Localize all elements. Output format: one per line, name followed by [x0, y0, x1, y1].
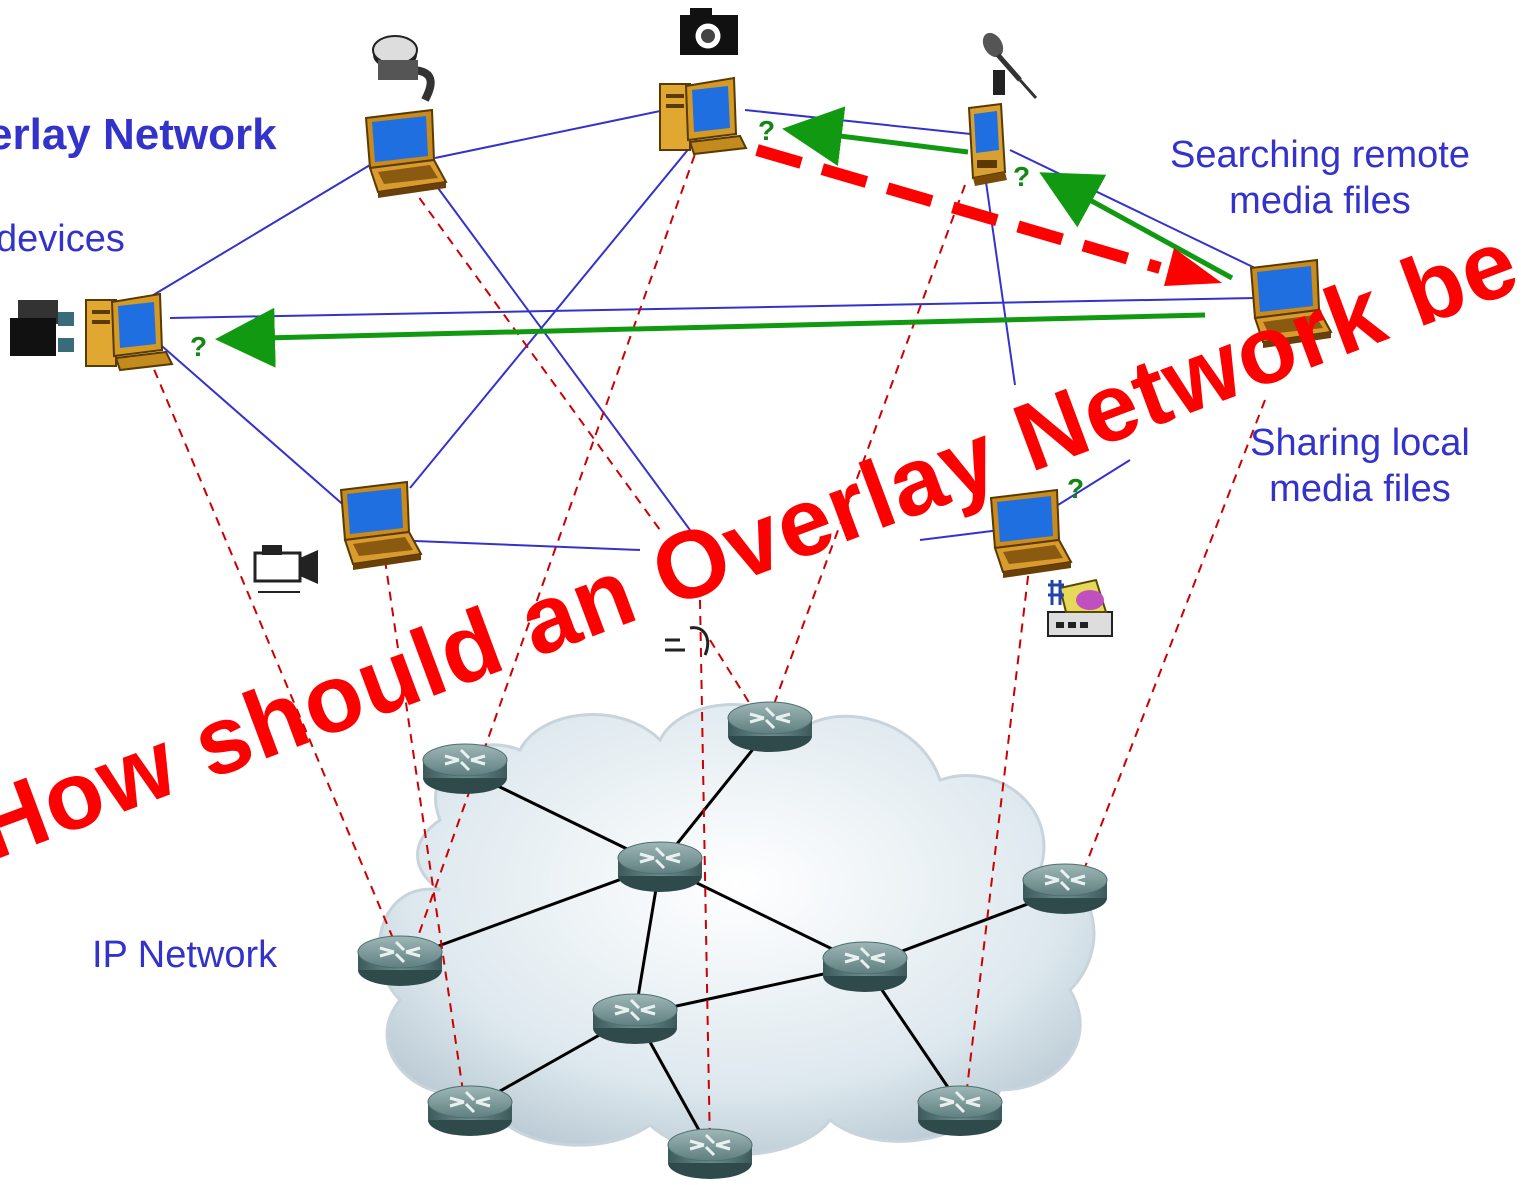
router-icon [821, 940, 909, 994]
query-arrow [1039, 172, 1234, 281]
router-icon [356, 934, 444, 988]
media-icon-partial [665, 626, 710, 656]
query-arrows [215, 106, 1234, 368]
router-icon [426, 1084, 514, 1138]
query-arrow [782, 106, 969, 166]
page-title: erlay Network [0, 110, 277, 159]
question-mark: ? [758, 115, 775, 146]
mapping-links [147, 139, 1266, 1151]
overlay-links [144, 109, 1256, 551]
question-mark: ? [190, 331, 207, 362]
router-icon [666, 1127, 754, 1181]
router-icon [916, 1084, 1004, 1138]
desktop-computer-icon [85, 293, 173, 371]
pda-icon [968, 103, 1008, 187]
video-camera-icon [253, 545, 318, 593]
film-reel-icon [372, 35, 435, 102]
router-icon [1021, 862, 1109, 916]
router-icon [616, 840, 704, 894]
ip-network-label: IP Network [92, 934, 278, 976]
music-device-icon [1047, 578, 1113, 637]
question-mark: ? [1067, 473, 1084, 504]
query-arrow [215, 307, 1206, 368]
desktop-computer-icon [659, 77, 747, 155]
searching-label-line: media files [1229, 180, 1411, 222]
question-marks: ? ? ? ? [190, 115, 1084, 504]
question-mark: ? [1013, 161, 1030, 192]
sharing-label-line: media files [1269, 468, 1451, 510]
devices-label: devices [0, 218, 125, 260]
sharing-label-line: Sharing local [1250, 422, 1470, 464]
router-icon [726, 700, 814, 754]
sharing-label: Sharing local media files [1190, 420, 1524, 512]
response-arrow [755, 144, 1222, 286]
router-icon [591, 992, 679, 1046]
laptop-icon [365, 109, 447, 199]
router-icon [421, 742, 509, 796]
microphone-icon [982, 32, 1038, 99]
camera-icon [680, 8, 738, 55]
searching-label: Searching remote media files [1130, 132, 1510, 224]
camcorder-icon [10, 300, 74, 356]
laptop-icon [340, 481, 422, 571]
searching-label-line: Searching remote [1170, 134, 1470, 176]
